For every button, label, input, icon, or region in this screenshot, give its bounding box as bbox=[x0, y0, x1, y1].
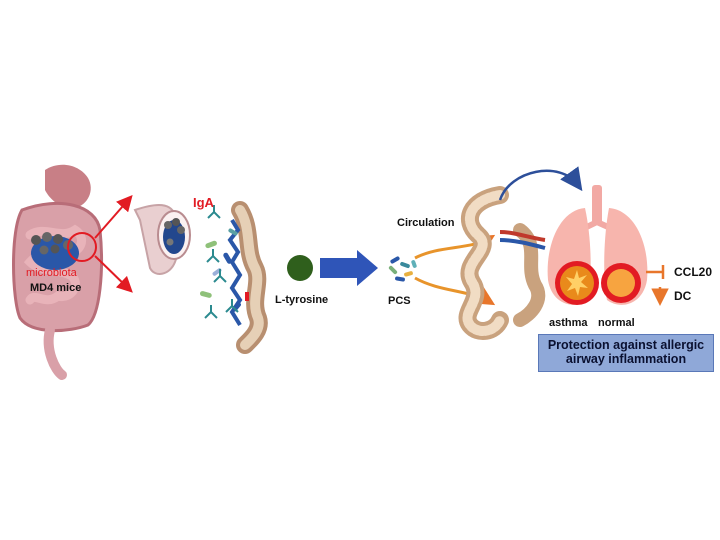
inhibit-icon bbox=[646, 265, 665, 279]
pcs-molecule-icon bbox=[388, 256, 417, 282]
gut-icon bbox=[12, 164, 103, 380]
zoom-circle bbox=[67, 232, 97, 262]
asthma-label: asthma bbox=[549, 317, 588, 329]
callout-arrow-up bbox=[94, 194, 133, 239]
pcs-label: PCS bbox=[388, 295, 411, 307]
protection-box: Protection against allergic airway infla… bbox=[538, 334, 714, 372]
microbiota-label: microbiota bbox=[26, 267, 77, 279]
dc-label: DC bbox=[674, 289, 692, 303]
normal-label: normal bbox=[598, 317, 635, 329]
arc-arrow bbox=[498, 166, 583, 201]
intestine-loop-icon bbox=[133, 204, 191, 275]
villus-icon bbox=[227, 201, 268, 354]
l-tyrosine-label: L-tyrosine bbox=[275, 294, 329, 306]
md4-mice-label: MD4 mice bbox=[30, 282, 82, 294]
vessel-icon bbox=[458, 186, 546, 340]
iga-label: IgA bbox=[193, 195, 214, 210]
circulation-label: Circulation bbox=[397, 217, 455, 229]
bacteria-icon bbox=[199, 228, 249, 312]
flow-arrow bbox=[320, 250, 378, 286]
l-tyrosine-dot bbox=[287, 255, 313, 281]
callout-arrow-down bbox=[94, 255, 133, 293]
lungs-icon bbox=[547, 185, 648, 305]
ccl20-label: CCL20 bbox=[674, 265, 713, 279]
iga-antibody-icon bbox=[204, 205, 239, 319]
